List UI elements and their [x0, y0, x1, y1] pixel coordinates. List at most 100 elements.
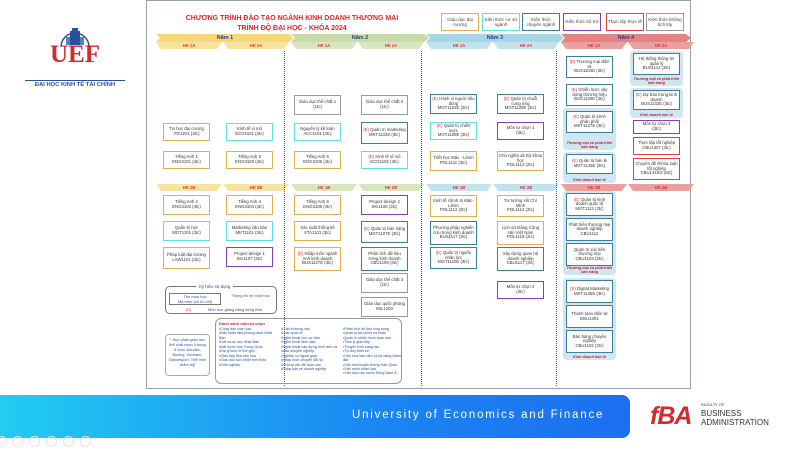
fba-logo: fBA FACULTY OF BUSINESS ADMINISTRATION	[650, 400, 790, 435]
electives-title: Danh sách môn tự chọn	[219, 321, 265, 326]
course-name: Môn tự chọn 1	[506, 125, 535, 131]
course-box[interactable]: Môn tự chọn 1(3tc)	[497, 122, 544, 140]
course-box[interactable]: Giáo dục thể chất 2(1tc)	[361, 95, 408, 115]
course-name: Thực tập tốt nghiệp	[637, 140, 676, 146]
more-options-button[interactable]	[80, 436, 91, 447]
program-title: CHƯƠNG TRÌNH ĐÀO TẠO NGÀNH KINH DOANH TH…	[185, 15, 399, 22]
pen-tool-button[interactable]	[29, 436, 40, 447]
elective-item: •Luật quốc tế	[281, 331, 303, 336]
course-name: Pháp luật đại cương	[167, 252, 206, 258]
course-box[interactable]: Môn tự chọn 3(3tc)	[633, 120, 680, 134]
year-band-4: Năm 4	[561, 34, 691, 42]
elective-item: •Văn hóa truyền thống Hàn Quốc	[343, 362, 398, 367]
course-code: STA1101 (3tc)	[303, 230, 332, 235]
elective-item: •Văn hóa các nước Đông Nam Á	[343, 371, 397, 376]
legend-e-desc: Môn học giảng bằng tiếng Anh	[208, 307, 263, 312]
course-name: Quản trị chiến lược	[443, 123, 471, 133]
elective-item: •Giao tiếp liên văn hóa	[219, 353, 256, 358]
elective-item: •Tư duy thiết kế	[343, 349, 369, 354]
course-code: SKI1107 (3tc)	[236, 256, 263, 261]
course-code: ENG3101 (4tc)	[172, 159, 201, 164]
course-name: Quản trị bán hàng	[370, 226, 406, 232]
legend-sample: Tên môn học Mã môn (số tín chỉ)	[169, 293, 221, 305]
course-code: SKI1108 (3tc)	[371, 204, 398, 209]
zoom-button[interactable]	[63, 436, 74, 447]
course-code: POL1115 (2tc)	[506, 234, 535, 240]
course-name: Project design 1	[234, 251, 265, 257]
electives-box: Danh sách môn tự chọn •Công dân toàn cầu…	[215, 318, 402, 384]
legend-e-mark: (E)	[186, 307, 192, 312]
previous-slide-button[interactable]	[0, 436, 7, 447]
elective-item: •Những vấn đề toàn cầu	[281, 362, 321, 367]
course-name: Tin học đại cương	[169, 126, 204, 132]
course-box[interactable]: Giáo dục thể chất 1(1tc)	[294, 95, 341, 115]
legend-course-name: Tên môn học	[183, 294, 207, 299]
group-label: Thương mại và phát triển bán hàng	[566, 140, 613, 149]
course-code: CBU1112	[580, 230, 599, 236]
group-label: Thương mại và phát triển bán hàng	[566, 265, 613, 274]
course-code: POL1111 (3tc)	[440, 160, 467, 165]
course-name: Kinh tế vĩ mô	[375, 154, 401, 160]
year-divider	[556, 51, 557, 386]
course-box[interactable]: Môn tự chọn 2(3tc)	[497, 281, 544, 299]
next-slide-button[interactable]	[12, 436, 23, 447]
legend-course-code: Mã môn (số tín chỉ)	[177, 299, 213, 305]
footer-banner: University of Economics and Finance	[0, 395, 630, 438]
course-name: Quản trị marketing	[370, 127, 406, 133]
fba-administration: ADMINISTRATION	[701, 418, 769, 427]
course-box[interactable]: Giáo dục thể chất 3(1tc)	[361, 273, 408, 293]
legend-intern: Thực tập thực tế	[606, 13, 644, 31]
course-code: MGT1149E (3tc)	[573, 163, 606, 168]
uef-logo: UEF ĐẠI HỌC KINH TẾ TÀI CHÍNH	[25, 25, 125, 90]
course-code: ECO1102 (3tc)	[370, 159, 399, 164]
slides-overview-button[interactable]	[46, 436, 57, 447]
year-divider	[421, 51, 422, 386]
